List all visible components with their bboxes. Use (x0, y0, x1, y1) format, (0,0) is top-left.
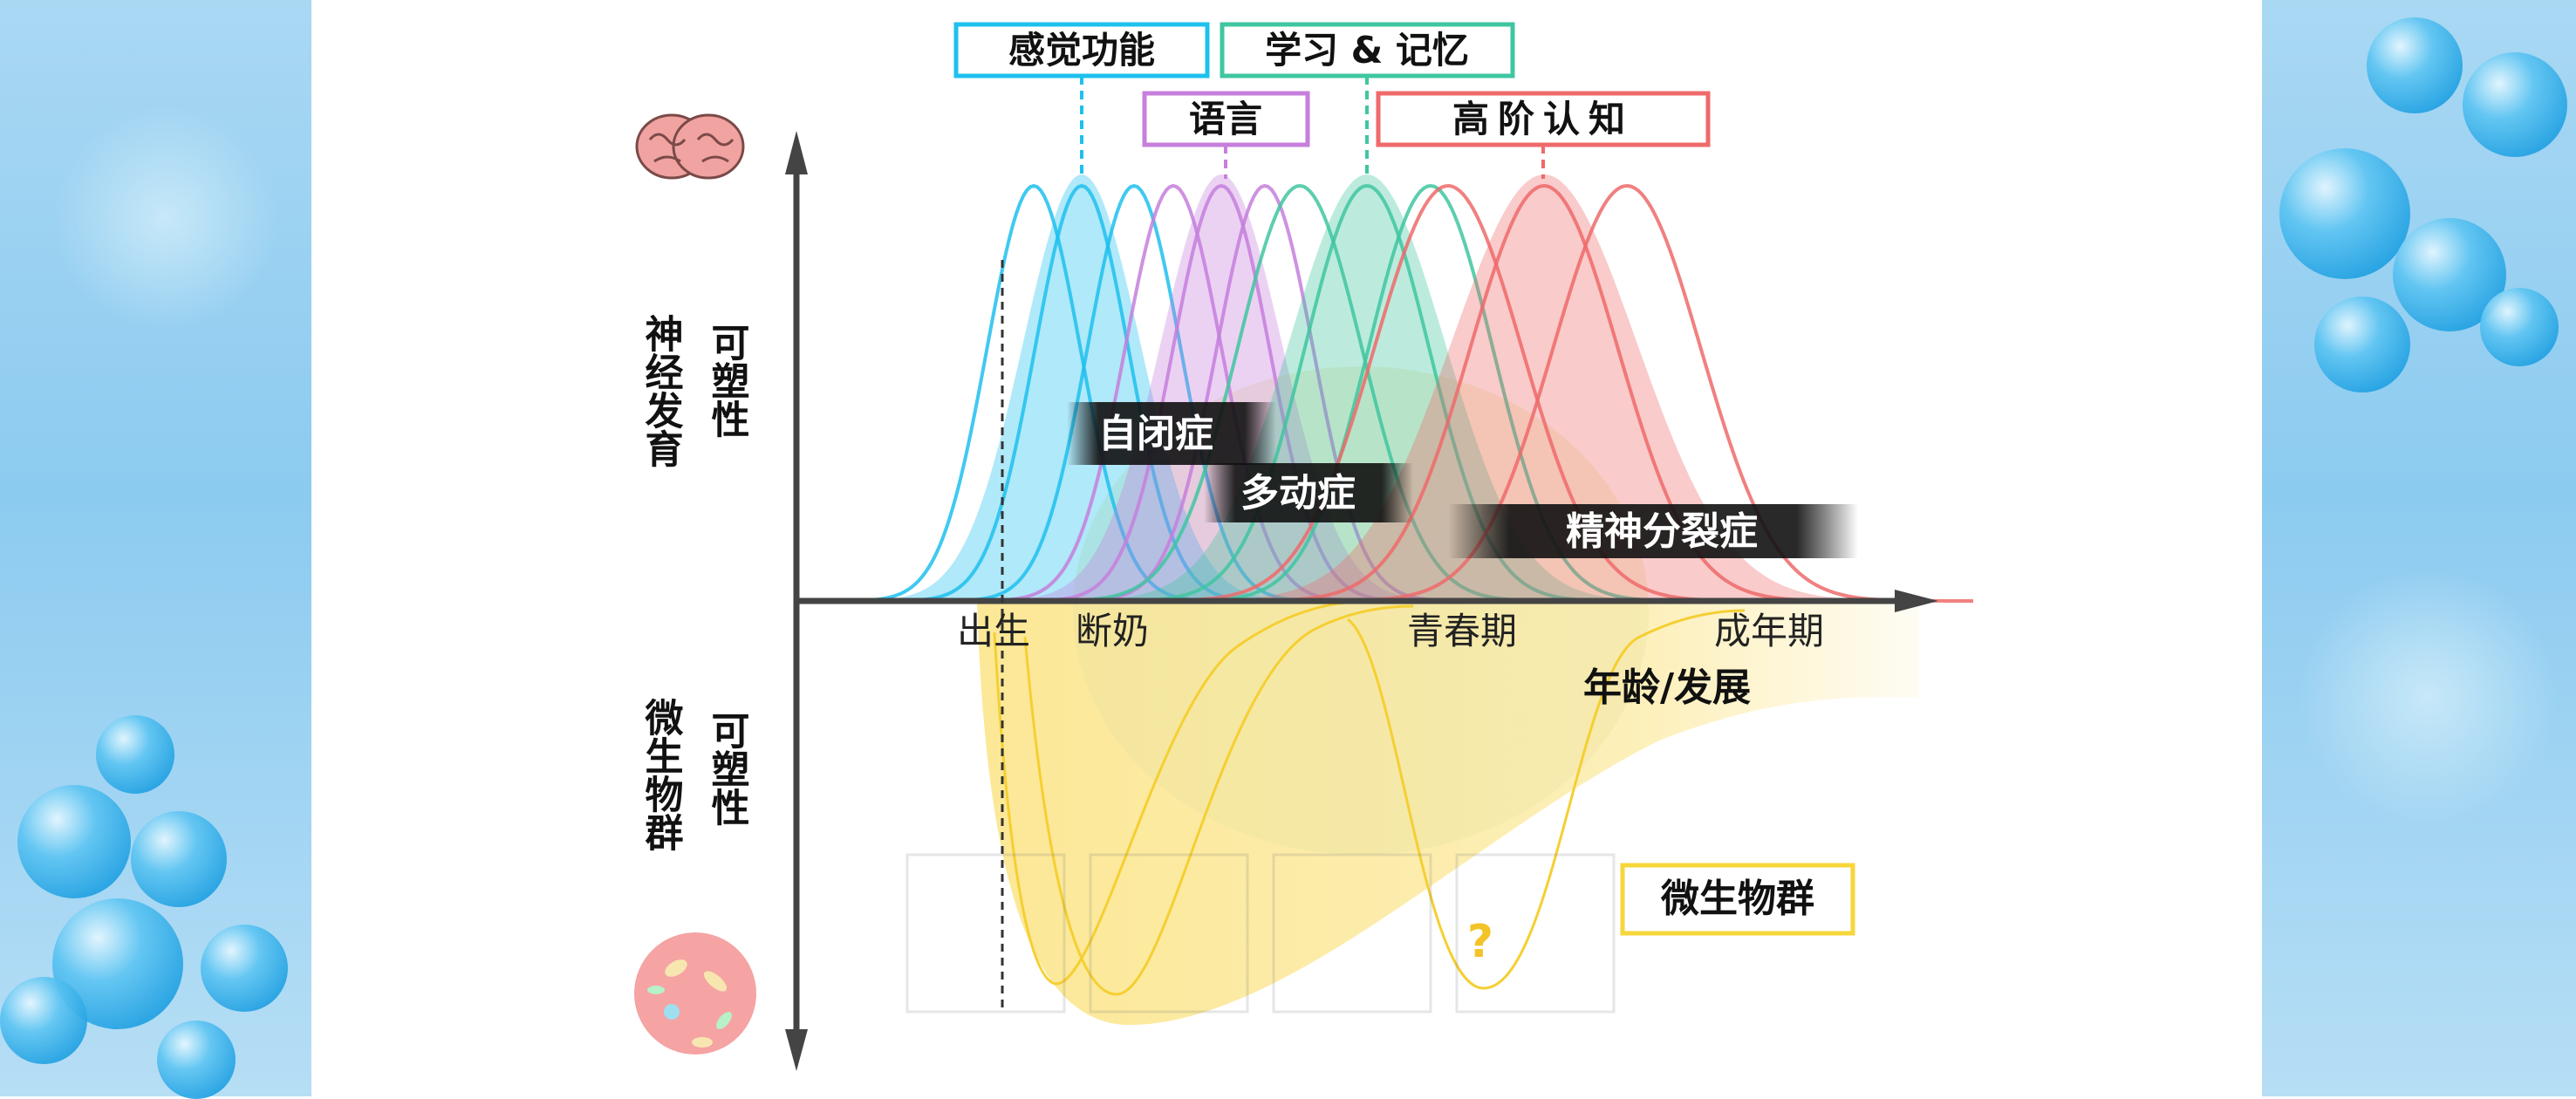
plasticity-envelope (937, 174, 1503, 601)
disorder-adhd: 多动症 (1240, 471, 1356, 515)
microbiota-curve (1347, 609, 1746, 990)
plasticity-curve (994, 183, 1448, 603)
microbiota-box (1620, 863, 1855, 936)
bubble (2367, 17, 2463, 113)
domain-box-sensory (953, 22, 1210, 78)
domain-box-language (1142, 91, 1310, 147)
x-axis-arrow (1895, 590, 1938, 612)
domain-box-memory (1220, 22, 1515, 78)
bubble (157, 1020, 236, 1099)
microbiota-curve (1023, 604, 1414, 996)
watermark-logo (905, 853, 1616, 1014)
tick-birth: 出生 (957, 610, 1030, 652)
bokeh (2297, 567, 2559, 829)
bubble (2463, 52, 2567, 157)
bubble (2314, 297, 2410, 392)
y-label-microbiota: 微生物群 (639, 698, 685, 851)
bubble (0, 977, 87, 1064)
disorder-tags: 自闭症 多动症 精神分裂症 (1067, 402, 1858, 558)
microbiota-label: 微生物群 (1660, 877, 1814, 921)
domain-label: 学习 & 记忆 (1265, 29, 1469, 72)
disorder-tag-bg (1204, 463, 1413, 522)
disorder-tag-bg (1067, 402, 1276, 465)
domain-label: 高阶认知 (1452, 98, 1634, 140)
domain-box-cognition (1376, 91, 1711, 147)
tick-adulthood: 成年期 (1714, 610, 1824, 652)
unknown-marker: ? (1467, 916, 1493, 968)
y-axis-arrow-up (785, 131, 808, 174)
microbe-icon (634, 932, 756, 1055)
microbiota-curves (993, 600, 1746, 996)
bubble (96, 715, 174, 794)
domain-label: 感觉功能 (1008, 29, 1155, 72)
bokeh (52, 105, 279, 331)
brain-icon (635, 113, 745, 180)
bubble (131, 811, 227, 907)
tick-puberty: 青春期 (1407, 610, 1517, 652)
microbiota-area (977, 602, 1919, 1026)
bubble (201, 925, 288, 1012)
disorder-tag-bg (1448, 504, 1858, 558)
bubble (2480, 288, 2559, 366)
y-axis-labels: 神经发育 可塑性 微生物群 可塑性 (639, 314, 750, 851)
tick-weaning: 断奶 (1076, 610, 1149, 652)
domain-label: 语言 (1189, 98, 1262, 140)
plasticity-envelope (1109, 174, 1978, 601)
plasticity-curve (946, 183, 1400, 603)
y-label-neurodevelopment: 神经发育 (639, 314, 684, 468)
y-label-plasticity: 可塑性 (705, 323, 750, 438)
disorder-autism: 自闭症 (1098, 412, 1213, 456)
bubble (2279, 148, 2410, 279)
x-axis-title: 年龄/发展 (1583, 666, 1751, 710)
bubble (17, 785, 131, 898)
microbiota-curve (993, 600, 1362, 986)
left-decorative-panel (0, 0, 311, 1099)
y-label-plasticity: 可塑性 (705, 711, 750, 826)
disorder-schizophrenia: 精神分裂症 (1566, 509, 1758, 554)
y-axis-arrow-down (785, 1029, 808, 1071)
right-decorative-panel (2262, 0, 2576, 1096)
x-axis-ticks: 出生 断奶 青春期 成年期 (957, 610, 1824, 652)
domain-labels: 感觉功能 学习 & 记忆 语言 高阶认知 (953, 22, 1711, 179)
plasticity-envelope (1001, 174, 1733, 601)
